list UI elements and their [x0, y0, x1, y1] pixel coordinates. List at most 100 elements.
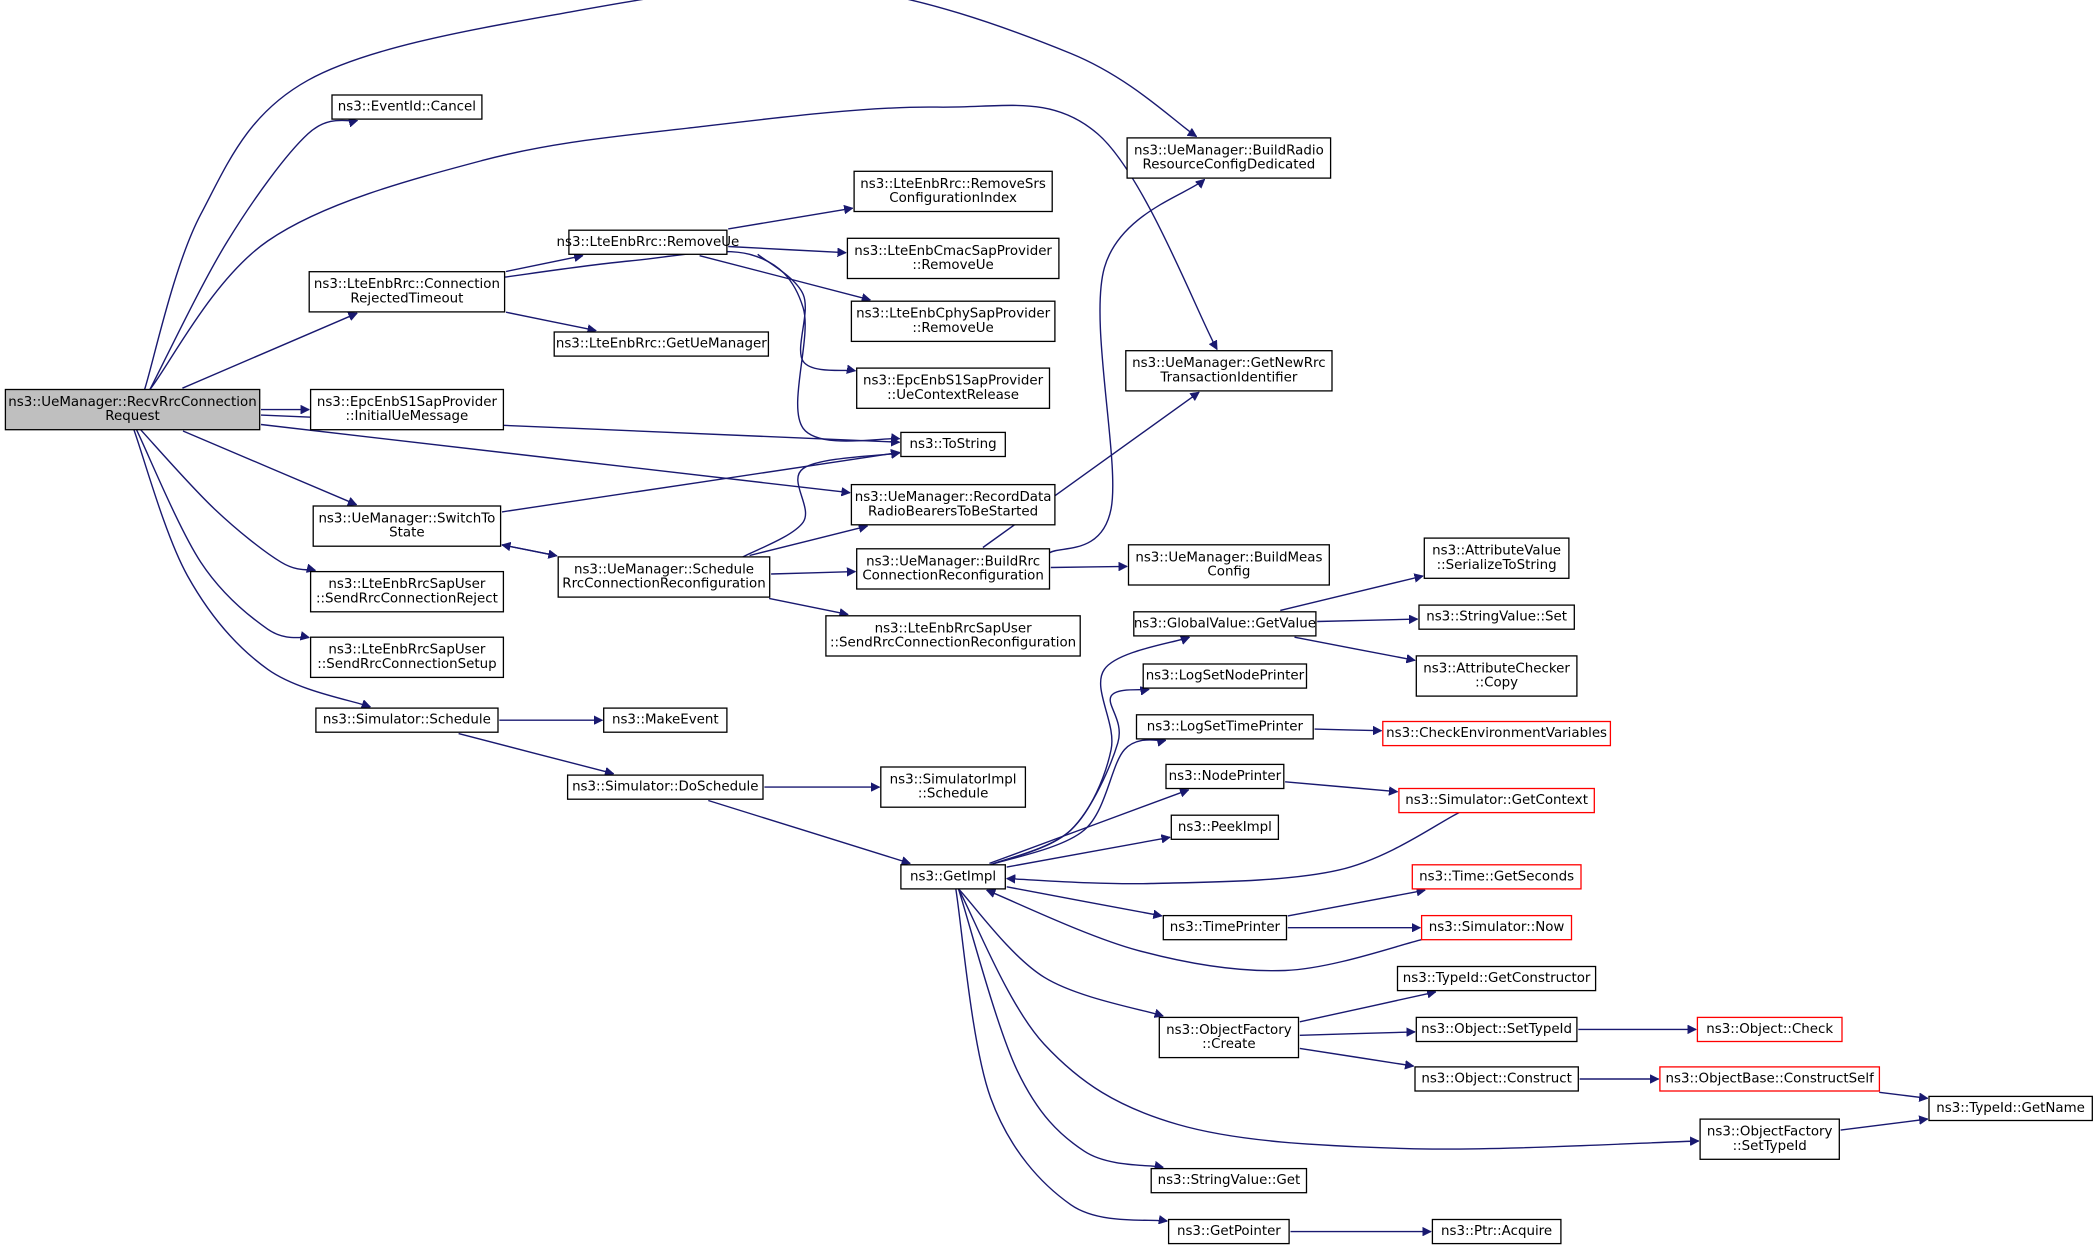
node-ns3-nodeprinter[interactable]: ns3::NodePrinter [1165, 763, 1285, 790]
node-ns3-uemanager-buildradio-resourceconfigdedicated[interactable]: ns3::UeManager::BuildRadioResourceConfig… [1126, 137, 1332, 179]
node-box [557, 556, 771, 598]
node-ns3-objectfactory-settypeid[interactable]: ns3::ObjectFactory::SetTypeId [1699, 1118, 1840, 1160]
node-ns3-lteenbcphysapprovider-removeue[interactable]: ns3::LteEnbCphySapProvider::RemoveUe [850, 300, 1056, 343]
edge-arrow [1299, 1047, 1414, 1066]
node-box [1418, 604, 1575, 630]
node-label: ns3::LogSetNodePrinter [1146, 669, 1305, 684]
edge-globalGet-to-serializeToStr [1280, 576, 1423, 612]
node-ns3-object-check[interactable]: ns3::Object::Check [1696, 1016, 1843, 1043]
node-label: ns3::LteEnbRrc::GetUeManager [556, 337, 767, 352]
node-label: ns3::UeManager::BuildRadio [1134, 143, 1324, 158]
edge-ofSetTypeId-to-getName [1840, 1119, 1928, 1131]
node-label: ns3::NodePrinter [1169, 769, 1282, 784]
node-ns3-object-settypeid[interactable]: ns3::Object::SetTypeId [1415, 1016, 1578, 1043]
edge-buildRrcReconf-to-buildMeas [1050, 566, 1127, 567]
node-ns3-getimpl[interactable]: ns3::GetImpl [900, 864, 1006, 890]
node-ns3-simulator-getcontext[interactable]: ns3::Simulator::GetContext [1398, 787, 1595, 814]
node-label: ns3::TypeId::GetName [1936, 1101, 2085, 1116]
node-ns3-typeid-getname[interactable]: ns3::TypeId::GetName [1928, 1095, 2093, 1122]
edge-arrow [708, 799, 910, 864]
node-ns3-logsetnodeprinter[interactable]: ns3::LogSetNodePrinter [1142, 663, 1308, 689]
node-ns3-checkenvironmentvariables[interactable]: ns3::CheckEnvironmentVariables [1382, 720, 1612, 747]
edge-arrow [1050, 566, 1127, 567]
node-label: ns3::ToString [910, 437, 997, 452]
edge-ofCreate-to-setTypeIdObj [1299, 1032, 1415, 1035]
node-ns3-makeevent[interactable]: ns3::MakeEvent [603, 707, 728, 733]
edge-doSchedule-to-getImpl [708, 799, 910, 864]
edge-nodePrinter-to-getContext [1285, 781, 1397, 792]
node-box [900, 864, 1006, 890]
node-ns3-uemanager-recorddata-radiobearerstobestarted[interactable]: ns3::UeManager::RecordDataRadioBearersTo… [850, 483, 1056, 526]
node-ns3-ptr-acquire[interactable]: ns3::Ptr::Acquire [1431, 1218, 1562, 1245]
node-box [1699, 1118, 1840, 1160]
node-box [846, 237, 1060, 280]
edge-getImpl-to-ofSetTypeId [957, 888, 1699, 1150]
node-ns3-lteenbcmacsapprovider-removeue[interactable]: ns3::LteEnbCmacSapProvider::RemoveUe [846, 237, 1060, 280]
node-box [1414, 1066, 1579, 1092]
node-ns3-uemanager-buildrrc-connectionreconfiguration[interactable]: ns3::UeManager::BuildRrcConnectionReconf… [856, 548, 1051, 590]
node-ns3-globalvalue-getvalue[interactable]: ns3::GlobalValue::GetValue [1133, 611, 1317, 637]
node-ns3-lteenbrrc-getuemanager[interactable]: ns3::LteEnbRrc::GetUeManager [553, 331, 770, 357]
node-ns3-lteenbrrcsapuser-sendrrcconnectionreject[interactable]: ns3::LteEnbRrcSapUser::SendRrcConnection… [309, 570, 505, 613]
node-ns3-stringvalue-get[interactable]: ns3::StringValue::Get [1150, 1167, 1308, 1194]
edge-getImpl-to-timePrinter [1006, 886, 1162, 916]
edge-arrow [1317, 619, 1417, 621]
node-ns3-objectfactory-create[interactable]: ns3::ObjectFactory::Create [1158, 1016, 1300, 1059]
node-label: ns3::StringValue::Set [1426, 610, 1567, 625]
edge-arrow [1879, 1091, 1928, 1098]
node-ns3-getpointer[interactable]: ns3::GetPointer [1167, 1218, 1290, 1245]
node-ns3-typeid-getconstructor[interactable]: ns3::TypeId::GetConstructor [1396, 965, 1597, 992]
node-ns3-epcenbs1sapprovider-uecontextrelease[interactable]: ns3::EpcEnbS1SapProvider::UeContextRelea… [856, 367, 1051, 409]
edge-getImpl-to-ofCreate [957, 888, 1164, 1016]
node-label: ns3::GetPointer [1177, 1224, 1281, 1239]
edge-arrow [1299, 1032, 1415, 1035]
node-label: ns3::Time::GetSeconds [1419, 869, 1574, 884]
node-ns3-object-construct[interactable]: ns3::Object::Construct [1414, 1066, 1579, 1092]
node-label: ConfigurationIndex [889, 191, 1017, 206]
node-ns3-objectbase-constructself[interactable]: ns3::ObjectBase::ConstructSelf [1659, 1066, 1881, 1092]
node-label: ::Schedule [918, 787, 989, 802]
edge-arrow [990, 689, 1149, 866]
node-ns3-stringvalue-set[interactable]: ns3::StringValue::Set [1418, 604, 1575, 630]
node-ns3-uemanager-getnewrrc-transactionidentifier[interactable]: ns3::UeManager::GetNewRrcTransactionIden… [1125, 350, 1333, 392]
edge-globalGet-to-strValSet [1317, 619, 1417, 621]
node-ns3-lteenbrrc-removesrs-configurationindex[interactable]: ns3::LteEnbRrc::RemoveSrsConfigurationIn… [853, 170, 1053, 213]
node-ns3-simulator-now[interactable]: ns3::Simulator::Now [1420, 914, 1573, 941]
node-box [309, 636, 505, 679]
node-label: ns3::LteEnbRrc::Connection [314, 277, 500, 292]
node-ns3-simulatorimpl-schedule[interactable]: ns3::SimulatorImpl::Schedule [880, 766, 1027, 808]
edge-constructSelf-to-getName [1879, 1091, 1928, 1098]
node-ns3-lteenbrrc-connection-rejectedtimeout[interactable]: ns3::LteEnbRrc::ConnectionRejectedTimeou… [308, 271, 506, 313]
node-label: ns3::EpcEnbS1SapProvider [863, 374, 1044, 389]
node-ns3-attributechecker-copy[interactable]: ns3::AttributeChecker::Copy [1415, 655, 1578, 697]
node-label: ns3::GlobalValue::GetValue [1134, 616, 1316, 631]
node-ns3-lteenbrrcsapuser-sendrrcconnectionreconfiguration[interactable]: ns3::LteEnbRrcSapUser::SendRrcConnection… [825, 615, 1081, 657]
node-ns3-tostring[interactable]: ns3::ToString [900, 431, 1006, 458]
node-box [853, 170, 1053, 213]
node-box [309, 388, 505, 431]
node-label: ::InitialUeMessage [345, 409, 468, 424]
edge-getContext-to-getImpl [1007, 811, 1460, 885]
node-ns3-simulator-schedule[interactable]: ns3::Simulator::Schedule [315, 707, 499, 733]
node-ns3-uemanager-schedule-rrcconnectionreconfiguration[interactable]: ns3::UeManager::ScheduleRrcConnectionRec… [557, 556, 771, 598]
node-label: ns3::AttributeValue [1432, 544, 1561, 559]
node-box [1167, 1218, 1290, 1245]
node-box [1162, 914, 1288, 941]
node-ns3-lteenbrrcsapuser-sendrrcconnectionsetup[interactable]: ns3::LteEnbRrcSapUser::SendRrcConnection… [309, 636, 505, 679]
node-ns3-attributevalue-serializetostring[interactable]: ns3::AttributeValue::SerializeToString [1423, 537, 1570, 579]
edge-arrow [771, 572, 855, 574]
node-ns3-simulator-doschedule[interactable]: ns3::Simulator::DoSchedule [566, 774, 764, 800]
node-ns3-peekimpl[interactable]: ns3::PeekImpl [1170, 814, 1280, 840]
edge-arrow [182, 313, 357, 389]
node-ns3-logsettimeprinter[interactable]: ns3::LogSetTimePrinter [1135, 714, 1314, 740]
node-ns3-lteenbrrc-removeue[interactable]: ns3::LteEnbRrc::RemoveUe [557, 229, 740, 255]
node-ns3-timeprinter[interactable]: ns3::TimePrinter [1162, 914, 1288, 941]
node-ns3-time-getseconds[interactable]: ns3::Time::GetSeconds [1411, 864, 1582, 890]
node-ns3-epcenbs1sapprovider-initialuemessage[interactable]: ns3::EpcEnbS1SapProvider::InitialUeMessa… [309, 388, 505, 431]
node-label: ns3::LteEnbRrcSapUser [875, 621, 1033, 636]
node-ns3-eventid-cancel[interactable]: ns3::EventId::Cancel [331, 94, 483, 120]
edge-removeUe-to-cphyRemove [699, 255, 871, 300]
